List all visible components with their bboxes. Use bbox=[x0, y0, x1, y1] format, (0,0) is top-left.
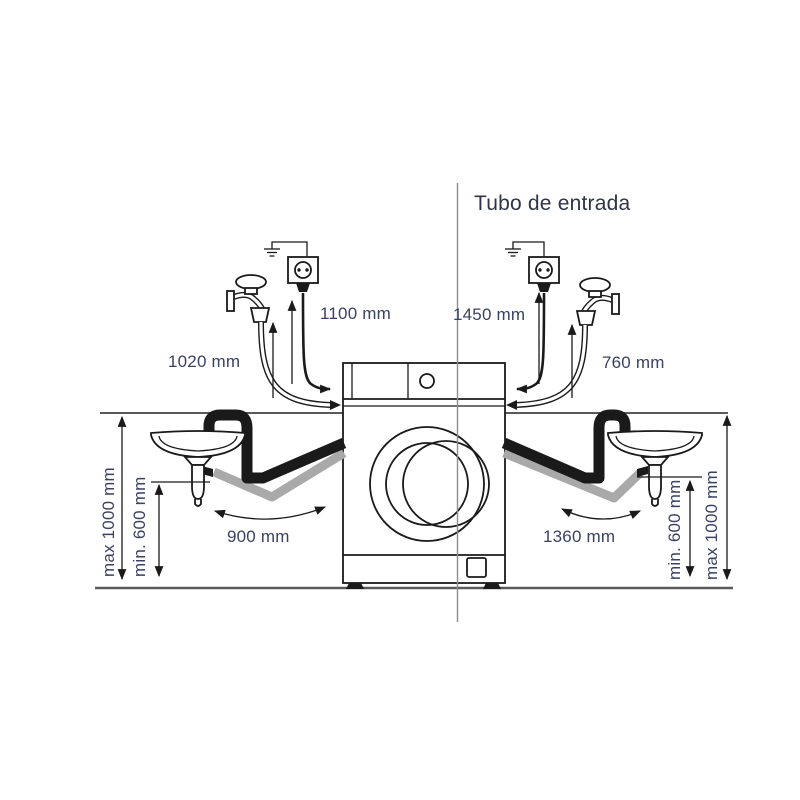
earth-ground-icon bbox=[264, 248, 280, 257]
dim-label-right-min-height: min. 600 mm bbox=[665, 479, 684, 580]
drain-hose-left bbox=[203, 409, 347, 484]
washing-machine-icon bbox=[342, 362, 506, 589]
dim-label-left-cable: 1100 mm bbox=[320, 304, 392, 323]
inlet-hose-left bbox=[258, 321, 341, 410]
filter-door-icon bbox=[466, 557, 487, 578]
dim-label-right-max-height: max 1000 mm bbox=[702, 470, 721, 580]
tap-spout-icon bbox=[575, 310, 597, 326]
tap-handle-icon bbox=[579, 277, 611, 293]
drain-hose-gray-left bbox=[212, 449, 347, 502]
dim-arrow-left-min bbox=[151, 481, 210, 578]
dim-arrow-right-min bbox=[637, 476, 702, 578]
outlet-left bbox=[264, 241, 319, 292]
sink-right bbox=[607, 430, 703, 507]
tap-left bbox=[226, 274, 271, 323]
drain-hose-gray-right bbox=[502, 448, 644, 503]
power-cable-right bbox=[515, 292, 546, 394]
machine-foot-icon bbox=[483, 583, 501, 589]
dim-label-left-min-height: min. 600 mm bbox=[130, 476, 149, 577]
door-icon bbox=[369, 426, 490, 542]
dim-label-right-drain-span: 1360 mm bbox=[543, 527, 616, 546]
outlet-right bbox=[505, 241, 560, 292]
dim-label-right-hose: 760 mm bbox=[602, 353, 665, 372]
machine-foot-icon bbox=[346, 583, 364, 589]
dim-label-left-drain-span: 900 mm bbox=[227, 527, 290, 546]
sink-left bbox=[150, 430, 246, 507]
dim-label-right-cable: 1450 mm bbox=[453, 305, 526, 324]
siphon-outlet-icon bbox=[637, 466, 648, 477]
tap-handle-icon bbox=[235, 274, 267, 290]
power-cable-left bbox=[301, 292, 332, 394]
drain-hose-right bbox=[501, 409, 631, 484]
plug-icon bbox=[537, 283, 551, 292]
plug-icon bbox=[296, 283, 310, 292]
diagram-title: Tubo de entrada bbox=[474, 192, 631, 215]
earth-ground-icon bbox=[505, 248, 521, 257]
inlet-hose-right bbox=[506, 324, 588, 410]
program-knob-icon bbox=[419, 373, 435, 389]
span-arrow-right bbox=[561, 508, 642, 520]
tap-right bbox=[575, 277, 620, 326]
tap-spout-icon bbox=[249, 307, 271, 323]
span-arrow-left bbox=[213, 506, 327, 520]
sink-trap-icon bbox=[648, 464, 662, 500]
dim-label-left-max-height: max 1000 mm bbox=[99, 467, 118, 577]
dim-label-left-hose: 1020 mm bbox=[168, 352, 241, 371]
